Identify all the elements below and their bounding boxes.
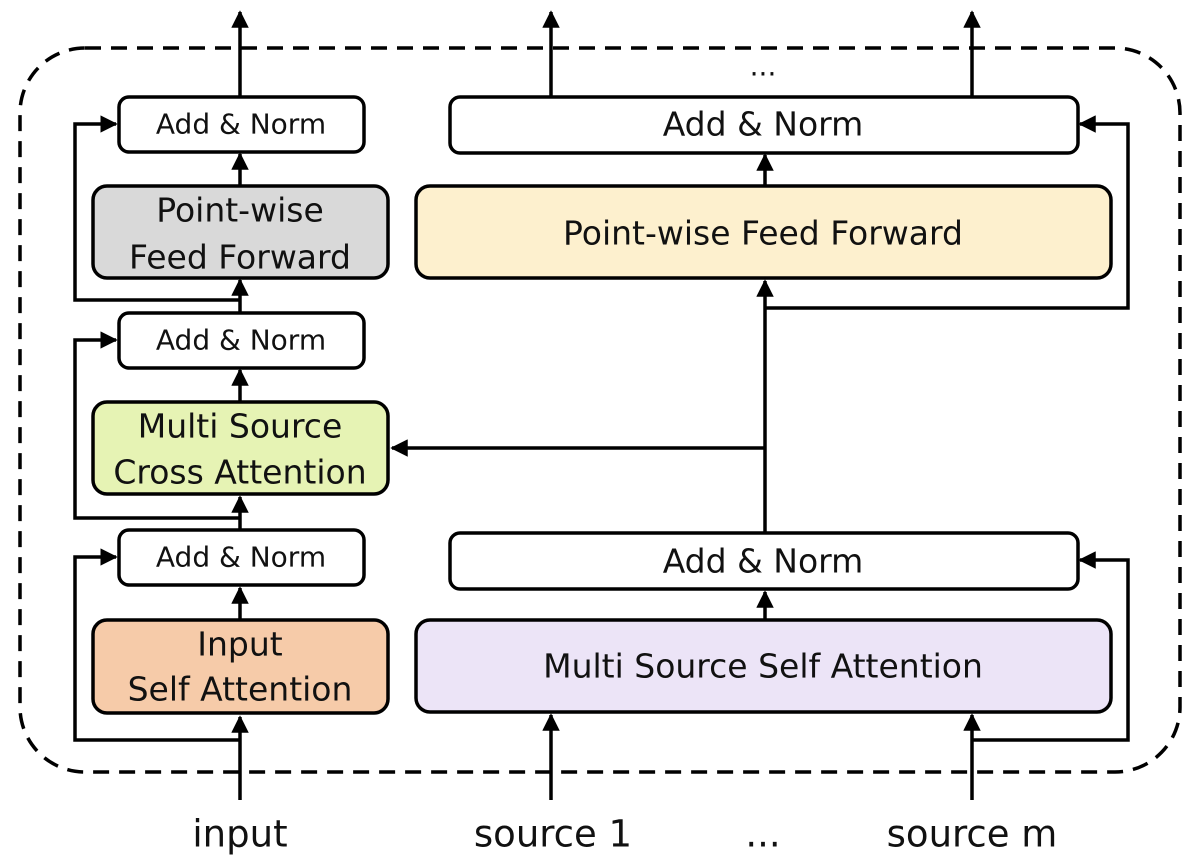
multi-source-self-attention-label: Multi Source Self Attention: [543, 647, 983, 686]
ffn-right-label: Point-wise Feed Forward: [563, 214, 963, 253]
add-norm-top-right-label: Add & Norm: [663, 105, 864, 144]
residual-right-top: [765, 115, 1130, 310]
residual-input: [73, 548, 240, 742]
layer-boundary: [18, 46, 1182, 774]
source1-label: source 1: [474, 813, 632, 856]
top-ellipsis: ...: [750, 50, 777, 83]
add-norm-mid-left-label: Add & Norm: [156, 324, 326, 357]
residual-right-bottom: [972, 551, 1130, 742]
ffn-left-line2: Feed Forward: [129, 238, 351, 277]
input-label: input: [192, 813, 287, 856]
cross-attention-line1: Multi Source: [138, 407, 343, 446]
add-norm-top-right: [448, 95, 1080, 155]
cross-attention-line2: Cross Attention: [113, 453, 366, 492]
sourcem-label: source m: [887, 813, 1058, 856]
residual-ffn: [73, 115, 240, 302]
add-norm-top-left-label: Add & Norm: [156, 108, 326, 141]
sources-ellipsis: ...: [745, 813, 780, 856]
input-self-attention-line2: Self Attention: [128, 670, 353, 709]
add-norm-bottom-right-label: Add & Norm: [663, 542, 864, 581]
add-norm-bottom-left-label: Add & Norm: [156, 541, 326, 574]
ffn-left-line1: Point-wise: [156, 191, 324, 230]
residual-cross: [73, 331, 240, 520]
input-self-attention-line1: Input: [197, 625, 283, 664]
